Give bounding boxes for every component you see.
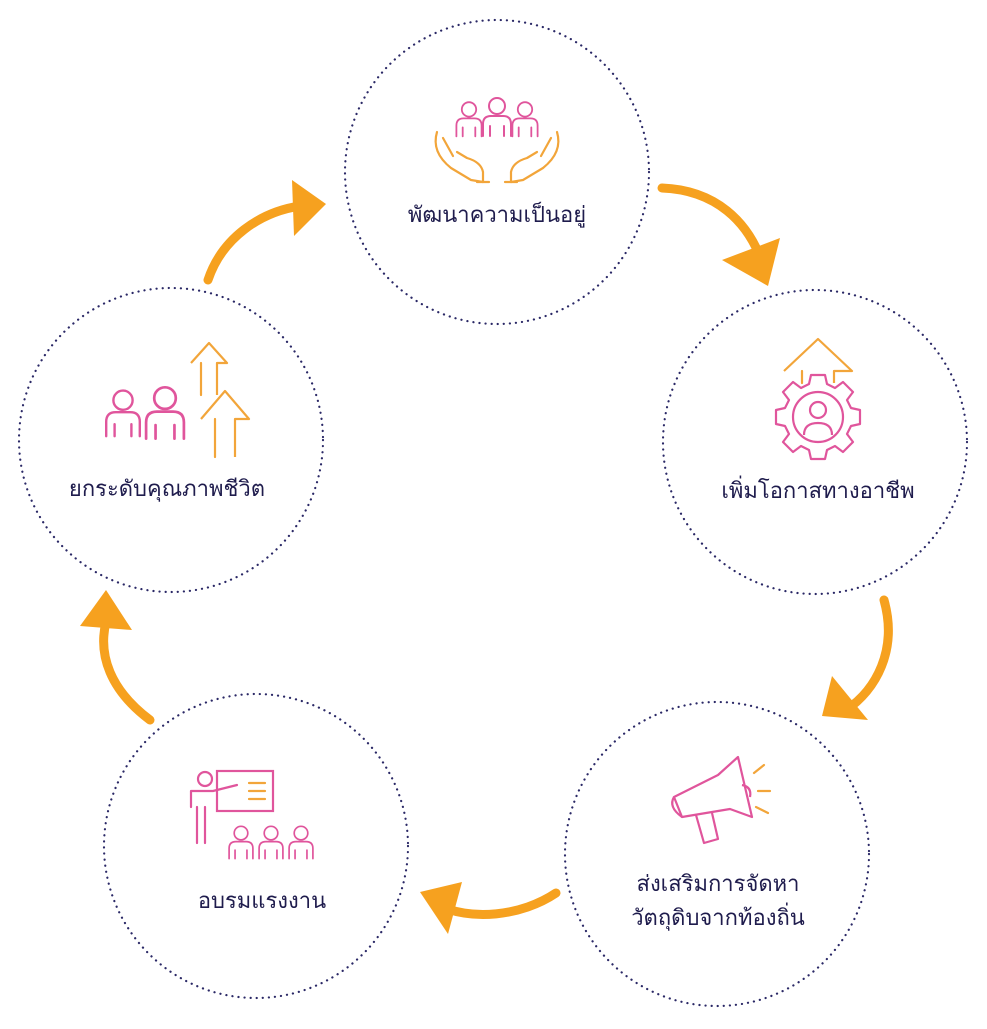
- growth-people-icon: [104, 341, 251, 459]
- node-circle-1: [343, 18, 651, 326]
- node-3-label-line-2: วัตถุดิบจากท้องถิ่น: [631, 906, 805, 931]
- node-circle-2: [661, 288, 969, 596]
- arrow-4-to-5: [80, 590, 155, 725]
- arrow-3-to-4: [420, 882, 561, 934]
- arrow-1-to-2: [657, 183, 780, 286]
- node-3-label-line-1: ส่งเสริมการจัดหา: [636, 872, 800, 897]
- megaphone-icon: [671, 755, 772, 845]
- training-presentation-icon: [189, 769, 314, 860]
- node-2-label-line-1: เพิ่มโอกาสทางอาชีพ: [721, 479, 915, 504]
- node-5-label-line-1: ยกระดับคุณภาพชีวิต: [68, 477, 266, 502]
- node-4-label-line-1: อบรมแรงงาน: [197, 889, 327, 914]
- node-label-3: ส่งเสริมการจัดหา วัตถุดิบจากท้องถิ่น: [631, 868, 805, 936]
- arrow-2-to-3: [822, 595, 893, 720]
- node-label-2: เพิ่มโอกาสทางอาชีพ: [721, 475, 914, 509]
- node-circle-4: [102, 692, 410, 1000]
- arrow-5-to-1: [203, 180, 326, 285]
- node-1-label-line-1: พัฒนาความเป็นอยู่: [407, 203, 587, 228]
- node-circle-3: [563, 700, 871, 1008]
- node-circle-5: [17, 286, 325, 594]
- node-label-5: ยกระดับคุณภาพชีวิต: [69, 473, 265, 507]
- career-gear-icon: [774, 337, 862, 461]
- node-label-4: อบรมแรงงาน: [198, 885, 326, 919]
- node-label-1: พัฒนาความเป็นอยู่: [408, 199, 586, 233]
- community-care-icon: [434, 97, 560, 184]
